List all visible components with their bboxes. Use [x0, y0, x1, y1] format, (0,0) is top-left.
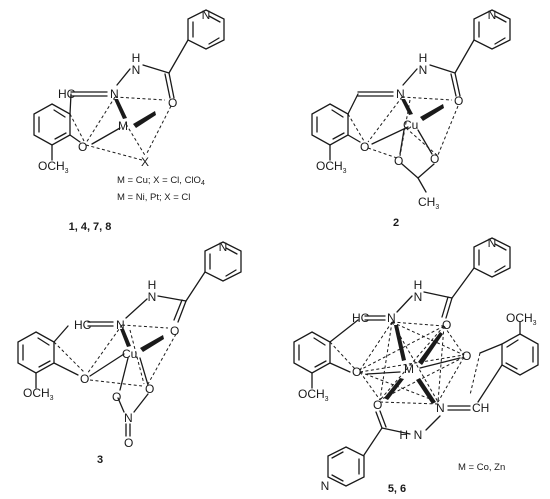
imine-c: HC — [58, 87, 76, 101]
phenol-o-left: O — [352, 365, 361, 379]
nitrate-n: N — [124, 411, 133, 425]
acetate-methyl: CH3 — [418, 195, 439, 211]
legend-line-2: M = Ni, Pt; X = Cl — [117, 192, 190, 203]
phenol-o: O — [80, 372, 89, 386]
nitrate-o-1: O — [112, 390, 121, 404]
amide-n: N — [419, 63, 428, 77]
nitrate-o-3: O — [124, 436, 133, 450]
imine-n-bot: N — [436, 401, 445, 415]
legend-line-1: M = Cu; X = Cl, ClO4 — [117, 175, 205, 187]
carbonyl-o-bot: O — [373, 398, 382, 412]
pyridine-n: N — [202, 8, 211, 22]
pyridine-n-bot: N — [321, 479, 330, 493]
carbonyl-o: O — [170, 324, 179, 338]
methoxy: OCH3 — [23, 386, 54, 402]
imine-n: N — [396, 87, 405, 101]
amide-h: H — [148, 278, 157, 292]
pyridine-n: N — [219, 240, 228, 254]
structure-5-6: N H N HC N O O OCH3 M O O N CH N H N OCH… — [293, 236, 539, 495]
metal-m: M — [404, 362, 414, 376]
imine-c-bot: CH — [472, 401, 489, 415]
pyridine-n-top: N — [488, 236, 497, 250]
amide-h-top: H — [414, 278, 423, 292]
carbonyl-o: O — [168, 96, 177, 110]
amide-h: H — [132, 51, 141, 65]
compound-label-3: 3 — [97, 454, 103, 466]
carbonyl-o: O — [454, 94, 463, 108]
methoxy-top: OCH3 — [506, 311, 537, 327]
structure-3: N H N HC N O Cu O O O N O OCH3 3 — [17, 240, 242, 466]
imine-c: HC — [74, 318, 92, 332]
methoxy-bot: OCH3 — [298, 387, 329, 403]
acetate-o-1: O — [394, 154, 403, 168]
metal-m: M — [118, 119, 128, 133]
halide-x: X — [141, 155, 149, 169]
pyridine-n: N — [488, 8, 497, 22]
amide-n: N — [148, 290, 157, 304]
structure-1-4-7-8: N H N HC N O M O X OCH3 M = Cu; X = Cl, … — [33, 8, 225, 233]
imine-n-top: N — [387, 311, 396, 325]
amide-h-bot: H — [399, 428, 408, 442]
phenol-o-right: O — [462, 349, 471, 363]
legend: M = Co, Zn — [458, 462, 505, 473]
metal-cu: Cu — [403, 118, 418, 132]
amide-n-bot: N — [414, 428, 423, 442]
compound-label-1: 1, 4, 7, 8 — [69, 221, 112, 233]
methoxy: OCH3 — [38, 159, 69, 175]
acetate-o-2: O — [430, 152, 439, 166]
imine-n: N — [110, 87, 119, 101]
imine-c-top: HC — [352, 311, 370, 325]
carbonyl-o-top: O — [442, 318, 451, 332]
metal-cu: Cu — [122, 347, 137, 361]
methoxy: OCH3 — [316, 159, 347, 175]
phenol-o: O — [360, 140, 369, 154]
amide-n-top: N — [414, 290, 423, 304]
compound-label-5-6: 5, 6 — [388, 483, 406, 495]
imine-n: N — [116, 318, 125, 332]
phenol-o: O — [78, 140, 87, 154]
amide-h: H — [419, 51, 428, 65]
nitrate-o-2: O — [145, 382, 154, 396]
compound-label-2: 2 — [393, 217, 399, 229]
amide-n: N — [132, 63, 141, 77]
structure-2: N H N N O Cu O O O CH3 OCH3 2 — [311, 8, 511, 229]
